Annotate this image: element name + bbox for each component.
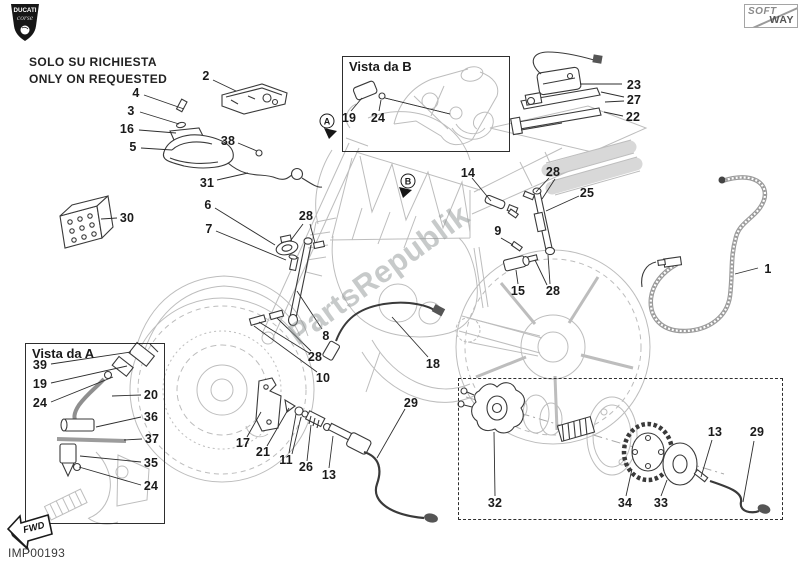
- vista-a-title: Vista da A: [32, 346, 95, 361]
- motorcycle-ghost-sketch: [129, 103, 651, 483]
- part-mirror-indicator-group: [162, 98, 323, 188]
- logo-sub-text: corse: [17, 13, 34, 22]
- part-axle-assembly: [457, 382, 771, 514]
- leader-line: [138, 129, 177, 134]
- leader-line: [493, 431, 496, 497]
- leader-line: [625, 468, 633, 497]
- part-lambda-sensor-18: [322, 301, 446, 361]
- leader-line: [378, 99, 382, 112]
- leader-line: [78, 466, 142, 486]
- leader-line: [603, 111, 624, 117]
- leader-line: [95, 416, 142, 428]
- leader-line: [535, 177, 550, 193]
- part-front-speed-sensor-group: [255, 377, 438, 523]
- availability-note: SOLO SU RICHIESTA ONLY ON REQUESTED: [29, 54, 167, 88]
- part-ecu: [221, 83, 288, 115]
- leader-line: [253, 325, 318, 373]
- logo-ball-seam: [21, 26, 29, 30]
- ducati-corse-logo: DUCATI corse: [11, 4, 39, 41]
- leader-line: [604, 100, 625, 103]
- leader-line: [541, 178, 556, 200]
- leader-line: [384, 97, 451, 115]
- part-sensor-15: [502, 255, 530, 272]
- axle-assembly-box: [458, 378, 783, 520]
- part-vista-a-sensor-chain: [56, 341, 159, 478]
- leader-line: [328, 435, 334, 469]
- leader-line: [100, 217, 118, 220]
- part-bolts-9: [507, 208, 524, 252]
- leader-line: [79, 455, 142, 463]
- leader-line: [500, 237, 514, 246]
- part-relay-box: [59, 194, 114, 249]
- leader-line: [276, 317, 312, 352]
- logo-brand-text: DUCATI: [14, 7, 37, 14]
- leader-line: [309, 223, 316, 244]
- vista-a-box: Vista da A: [25, 343, 165, 524]
- leader-line: [545, 195, 580, 212]
- note-line-1: SOLO SU RICHIESTA: [29, 55, 157, 69]
- softway-logo: SOFT WAY: [744, 4, 798, 28]
- leader-line: [212, 79, 237, 92]
- part-tie-rod-left: [248, 234, 326, 327]
- leader-line: [246, 411, 262, 438]
- softway-text-top: SOFT: [748, 6, 777, 17]
- leader-line: [600, 91, 625, 98]
- leader-line: [290, 223, 304, 241]
- note-line-2: ONLY ON REQUESTED: [29, 72, 168, 86]
- fwd-direction-badge: FWD: [6, 513, 53, 552]
- leader-line: [391, 316, 429, 358]
- part-tie-rod-right: [526, 187, 556, 263]
- part-cable-1: [641, 175, 768, 334]
- leader-line: [296, 290, 323, 330]
- leader-line: [660, 479, 668, 497]
- catalog-code: IMP00193: [8, 546, 66, 560]
- view-marker-arrow: [399, 187, 412, 198]
- leader-line: [350, 97, 363, 112]
- view-marker-arrow: [324, 128, 337, 139]
- leader-line: [471, 177, 492, 202]
- leader-line: [288, 413, 297, 454]
- softway-text-bottom: WAY: [769, 14, 794, 26]
- leader-line: [50, 351, 132, 365]
- leader-line: [376, 408, 406, 459]
- callout-parts: [56, 51, 771, 523]
- vista-a-ghost-sketch: [43, 451, 150, 525]
- vista-b-title: Vista da B: [349, 59, 412, 74]
- leader-line: [215, 230, 287, 261]
- leader-line: [214, 207, 276, 246]
- leader-line: [534, 259, 548, 286]
- part-connector-14: [484, 190, 536, 215]
- fwd-badge-label: FWD: [22, 520, 46, 536]
- leader-line: [547, 254, 551, 285]
- leader-line: [734, 267, 759, 275]
- leader-line: [306, 424, 312, 462]
- vista-b-box: Vista da B: [342, 56, 510, 152]
- logo-shield: [11, 4, 39, 41]
- leader-line: [515, 269, 519, 285]
- leader-line: [123, 438, 143, 441]
- part-plates-27-22: [510, 87, 602, 136]
- leader-line: [50, 376, 114, 403]
- leader-line: [291, 416, 302, 455]
- leader-line: [216, 172, 249, 181]
- part-sensor-bracket-6-7: [275, 240, 299, 272]
- leader-line: [742, 440, 755, 503]
- leader-lines: [50, 79, 759, 503]
- leader-line: [266, 407, 290, 447]
- leader-line: [143, 94, 185, 110]
- leader-line: [237, 142, 258, 152]
- view-marker-arrows: [324, 128, 412, 198]
- leader-line: [258, 321, 310, 354]
- leader-line: [700, 439, 713, 478]
- part-unit-23: [532, 51, 603, 96]
- leader-line: [50, 365, 128, 384]
- leader-line: [139, 111, 180, 125]
- leader-line: [140, 147, 173, 151]
- fwd-badge-arrow: [6, 513, 53, 550]
- leader-line: [111, 394, 142, 397]
